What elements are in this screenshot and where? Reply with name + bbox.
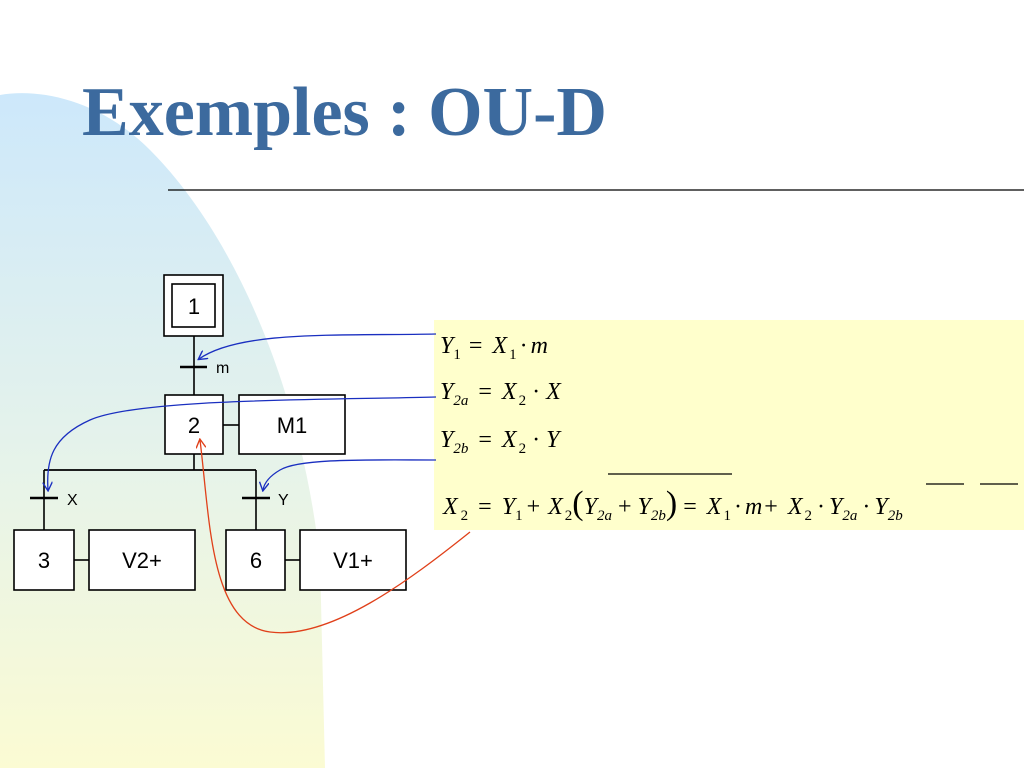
grafcet-diagram <box>13 274 407 591</box>
action-m1-box <box>238 394 346 455</box>
action-v1-label: V1+ <box>333 548 373 573</box>
action-v2-label: V2+ <box>122 548 162 573</box>
arrow-y2a-to-transition-x <box>48 396 437 490</box>
transition-y-label: Y <box>278 492 289 509</box>
initial-step-inner <box>171 283 216 328</box>
step-3-box <box>13 529 75 591</box>
arrow-x2-to-step-2 <box>200 440 471 634</box>
action-v1-box <box>299 529 407 591</box>
background-blob <box>0 93 325 768</box>
transition-x-label: X <box>67 492 78 509</box>
step-6-label: 6 <box>250 548 262 573</box>
step-3-label: 3 <box>38 548 50 573</box>
initial-step-label: 1 <box>188 294 200 319</box>
arrow-y1-to-transition-m <box>199 333 437 359</box>
action-v2-box <box>88 529 196 591</box>
arrow-y2b-to-transition-y <box>263 459 437 490</box>
step-2-label: 2 <box>188 413 200 438</box>
slide-title: Exemples : OU-D <box>82 74 607 151</box>
equation-box <box>434 320 1024 530</box>
grafcet-labels: 1 m 2 M1 X Y 3 V2+ 6 V1+ <box>38 294 373 573</box>
action-m1-label: M1 <box>277 413 308 438</box>
transition-m-label: m <box>216 360 229 377</box>
